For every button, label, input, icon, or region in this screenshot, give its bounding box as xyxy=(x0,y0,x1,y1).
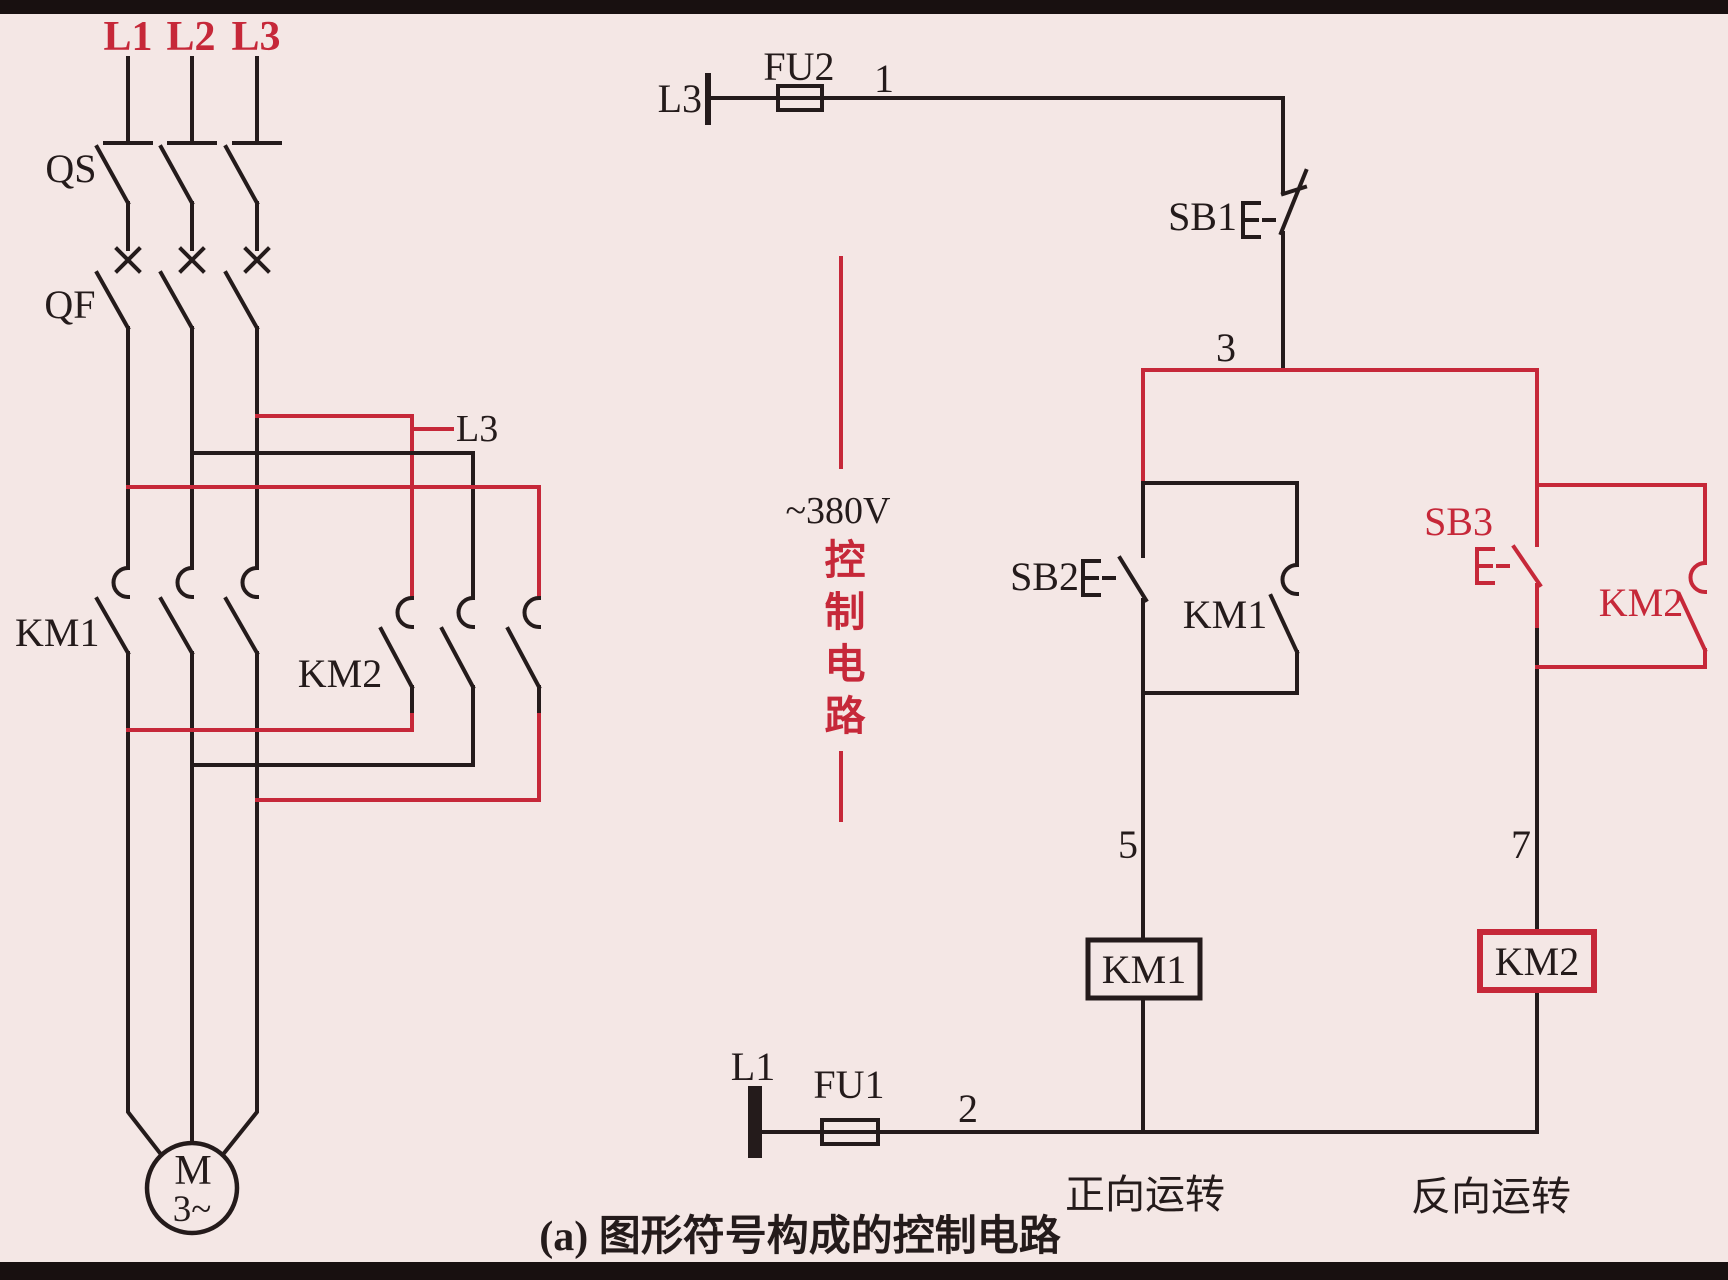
fu2-fuse xyxy=(776,84,824,112)
l3-tap-label: L3 xyxy=(456,408,498,450)
sb2-label: SB2 xyxy=(1010,554,1079,599)
fu1-fuse xyxy=(820,1118,880,1146)
km1-coil-label: KM1 xyxy=(1102,947,1186,992)
qs-label: QS xyxy=(45,146,96,191)
km2-coil xyxy=(1477,929,1597,993)
km2-latch-label: KM2 xyxy=(1599,580,1683,625)
forward-caption: 正向运转 xyxy=(1065,1172,1225,1217)
phase-label-l2: L2 xyxy=(166,14,215,60)
fu2-label: FU2 xyxy=(763,44,834,89)
node7-label: 7 xyxy=(1511,822,1531,867)
ctrl-l1-terminal-label: L1 xyxy=(731,1044,775,1089)
km2-main-contacts xyxy=(378,595,542,717)
motor-symbol xyxy=(144,1140,240,1236)
sb1-label: SB1 xyxy=(1168,194,1237,239)
l1-terminal-bar xyxy=(748,1086,762,1158)
sb3-label: SB3 xyxy=(1424,499,1493,544)
node1-label: 1 xyxy=(874,56,894,101)
phase-label-l3: L3 xyxy=(231,14,280,60)
motor-phase-label: 3~ xyxy=(173,1189,212,1230)
reverse-branch xyxy=(1475,368,1708,1134)
bottom-frame-bar xyxy=(0,1262,1728,1280)
motor-letter: M xyxy=(174,1148,211,1194)
qf-label: QF xyxy=(44,282,95,327)
top-frame-bar xyxy=(0,0,1728,14)
km1-coil xyxy=(1085,937,1203,1001)
sb1-button xyxy=(1241,168,1309,372)
km1-latch-label: KM1 xyxy=(1183,592,1267,637)
figure-caption: (a) 图形符号构成的控制电路 xyxy=(539,1213,1061,1260)
main-power-circuit xyxy=(94,56,542,1236)
ctrl-l3-terminal-label: L3 xyxy=(658,76,702,121)
km2-crossover-returns xyxy=(126,713,541,802)
fu1-label: FU1 xyxy=(813,1062,884,1107)
voltage-label: ~380V xyxy=(785,490,891,532)
km2-main-label: KM2 xyxy=(298,651,382,696)
control-circuit xyxy=(705,73,1708,1158)
qf-breaker xyxy=(94,246,271,331)
km1-main-label: KM1 xyxy=(15,610,99,655)
km2-coil-label: KM2 xyxy=(1495,939,1579,984)
labels-layer: L1 L2 L3 QS QF KM1 KM2 L3 M 3~ L3 FU2 1 … xyxy=(15,14,1683,1260)
motor-lead-3 xyxy=(218,651,259,1160)
km1-main-contacts xyxy=(94,565,260,656)
km2-branch-feeds xyxy=(126,414,541,600)
phase-feeders xyxy=(94,56,282,251)
phase-label-l1: L1 xyxy=(103,14,152,60)
reverse-caption: 反向运转 xyxy=(1411,1174,1571,1219)
node5-label: 5 xyxy=(1118,822,1138,867)
node3-label: 3 xyxy=(1216,325,1236,370)
forward-branch xyxy=(1081,368,1300,1134)
motor-lead-1 xyxy=(126,651,166,1160)
control-section-vertical-label: 控制电路 xyxy=(818,538,864,746)
node2-label: 2 xyxy=(958,1086,978,1131)
